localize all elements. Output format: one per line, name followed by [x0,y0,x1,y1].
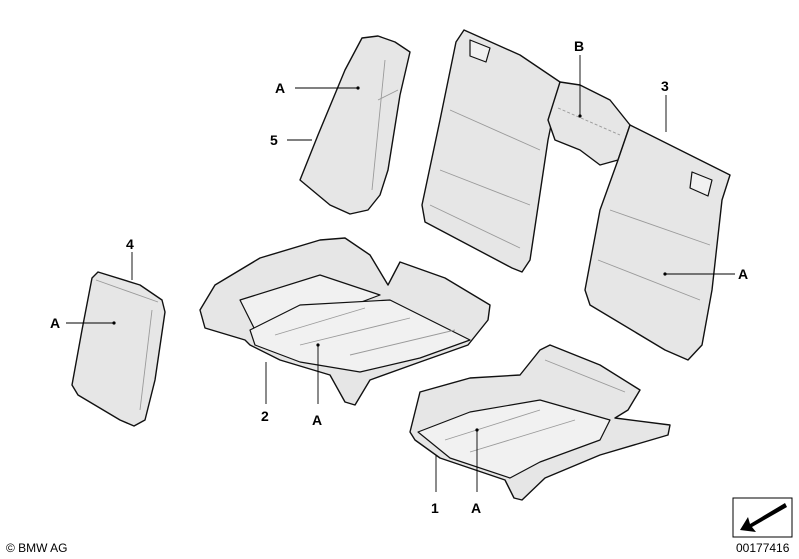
callout-a-cushion-lower: A [471,500,481,516]
copyright-text: © BMW AG [6,541,68,555]
callout-a-backrest: A [738,266,748,282]
backrest-cover-part-3 [421,29,731,361]
callout-2: 2 [261,408,269,424]
seat-cushion-cover-part-1 [409,344,671,501]
arrow-icon [732,497,793,538]
callout-5: 5 [270,132,278,148]
callout-a-panel: A [50,315,60,331]
callout-3: 3 [661,78,669,94]
callout-1: 1 [431,500,439,516]
side-bolster-part-5 [299,35,411,215]
side-panel-part-4 [71,271,166,427]
callout-a-cushion-upper: A [312,412,322,428]
leader-lines [66,55,735,492]
seat-cushion-cover-part-2 [199,237,491,406]
callout-b: B [574,38,584,54]
callout-4: 4 [126,236,134,252]
callout-a-bolster: A [275,80,285,96]
diagram-number: 00177416 [736,541,790,555]
